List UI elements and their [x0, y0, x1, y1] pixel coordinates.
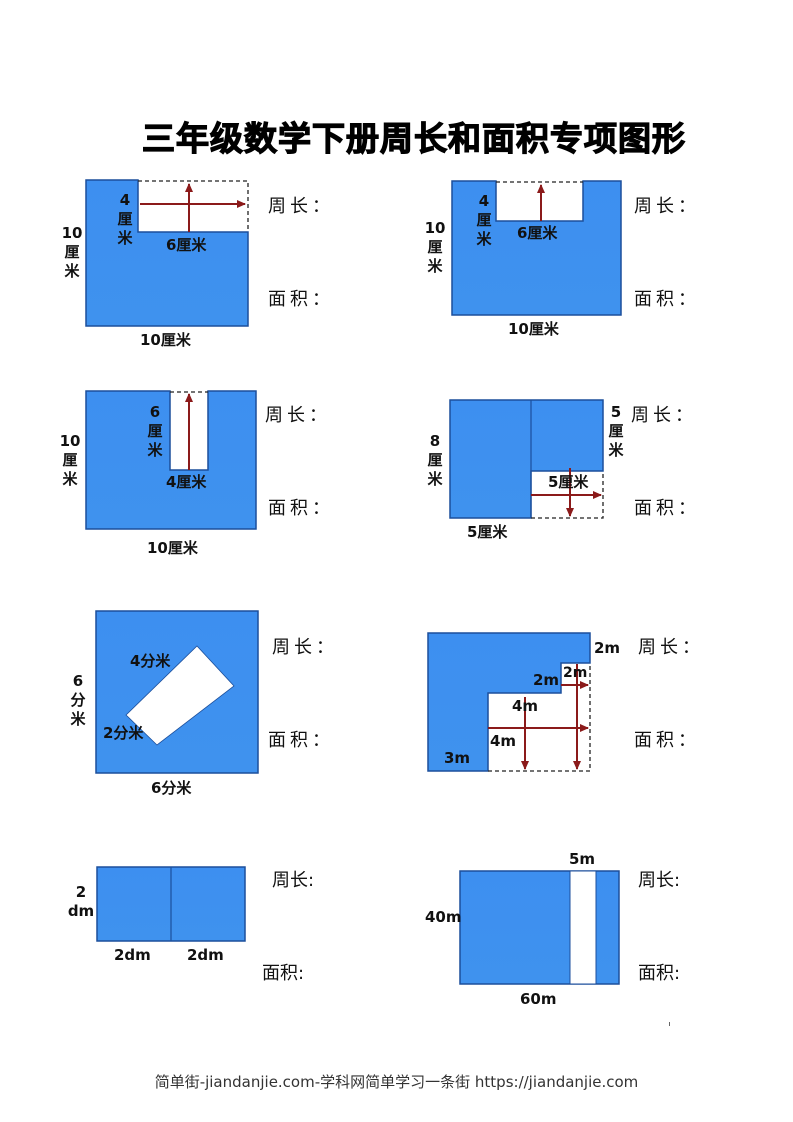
page-title: 三年级数学下册周长和面积专项图形	[141, 118, 686, 158]
fig1-side-height-label: 10 厘 米	[61, 224, 83, 280]
fig3-side-height-label: 10 厘 米	[59, 432, 81, 488]
fig7-height-label: 2 dm	[67, 883, 95, 920]
figure-6	[427, 632, 591, 772]
fig5-inner-short-label: 2分米	[103, 724, 144, 742]
fig2-bottom-width-label: 10厘米	[508, 320, 559, 338]
fig5-perimeter-prompt: 周长：	[272, 637, 338, 658]
fig6-perimeter-prompt: 周长：	[638, 637, 704, 658]
fig2-side-height-label: 10 厘 米	[424, 219, 446, 275]
fig3-area-prompt: 面积：	[268, 498, 334, 519]
fig3-notch-width-label: 4厘米	[166, 473, 207, 491]
fig3-notch-height-label: 6 厘 米	[147, 403, 163, 459]
fig7-perimeter-prompt: 周长:	[272, 870, 315, 891]
fig2-perimeter-prompt: 周长：	[634, 196, 700, 217]
fig4-bottom-width-label: 5厘米	[467, 523, 508, 541]
fig1-bottom-width-label: 10厘米	[140, 331, 191, 349]
figure-5	[95, 610, 259, 774]
figure-3	[85, 390, 257, 530]
fig6-step-vertical-label: 2m	[563, 665, 588, 681]
figure-1	[85, 179, 249, 327]
fig7-width-left-label: 2dm	[114, 946, 151, 964]
fig1-notch-height-label: 4 厘 米	[117, 191, 133, 247]
figure-8	[459, 870, 620, 985]
fig1-area-prompt: 面积：	[268, 289, 334, 310]
stray-mark	[669, 1022, 670, 1026]
page-footer: 简单街-jiandanjie.com-学科网简单学习一条街 https://ji…	[154, 1073, 639, 1091]
fig2-notch-height-label: 4 厘 米	[476, 192, 492, 248]
fig2-area-prompt: 面积：	[634, 289, 700, 310]
fig7-width-right-label: 2dm	[187, 946, 224, 964]
fig5-area-prompt: 面积：	[268, 730, 334, 751]
fig4-perimeter-prompt: 周长：	[631, 405, 697, 426]
fig8-width-label: 60m	[520, 990, 557, 1008]
fig6-area-prompt: 面积：	[634, 730, 700, 751]
fig1-perimeter-prompt: 周长：	[268, 196, 334, 217]
fig4-notch-width-label: 5厘米	[548, 473, 589, 491]
fig5-bottom-width-label: 6分米	[151, 779, 192, 797]
figure-4	[449, 399, 604, 519]
fig4-area-prompt: 面积：	[634, 498, 700, 519]
fig8-strip-width-label: 5m	[569, 850, 596, 868]
fig5-inner-long-label: 4分米	[130, 652, 171, 670]
fig6-right-top-label: 2m	[594, 639, 621, 657]
fig4-left-height-label: 8 厘 米	[427, 432, 443, 488]
fig6-inner-width-label: 4m	[512, 697, 539, 715]
fig8-area-prompt: 面积:	[638, 963, 681, 984]
fig6-step-horizontal-label: 2m	[533, 671, 560, 689]
figure-2	[451, 180, 622, 316]
fig6-bottom-left-label: 3m	[444, 749, 471, 767]
fig7-area-prompt: 面积:	[262, 963, 305, 984]
fig8-perimeter-prompt: 周长:	[638, 870, 681, 891]
figure-7	[96, 866, 246, 942]
fig3-perimeter-prompt: 周长：	[265, 405, 331, 426]
fig4-right-height-label: 5 厘 米	[608, 403, 624, 459]
fig8-height-label: 40m	[425, 908, 462, 926]
fig3-bottom-width-label: 10厘米	[147, 539, 198, 557]
fig5-side-height-label: 6 分 米	[70, 672, 86, 728]
fig2-notch-width-label: 6厘米	[517, 224, 558, 242]
fig6-inner-height-label: 4m	[490, 732, 517, 750]
fig1-notch-width-label: 6厘米	[166, 236, 207, 254]
